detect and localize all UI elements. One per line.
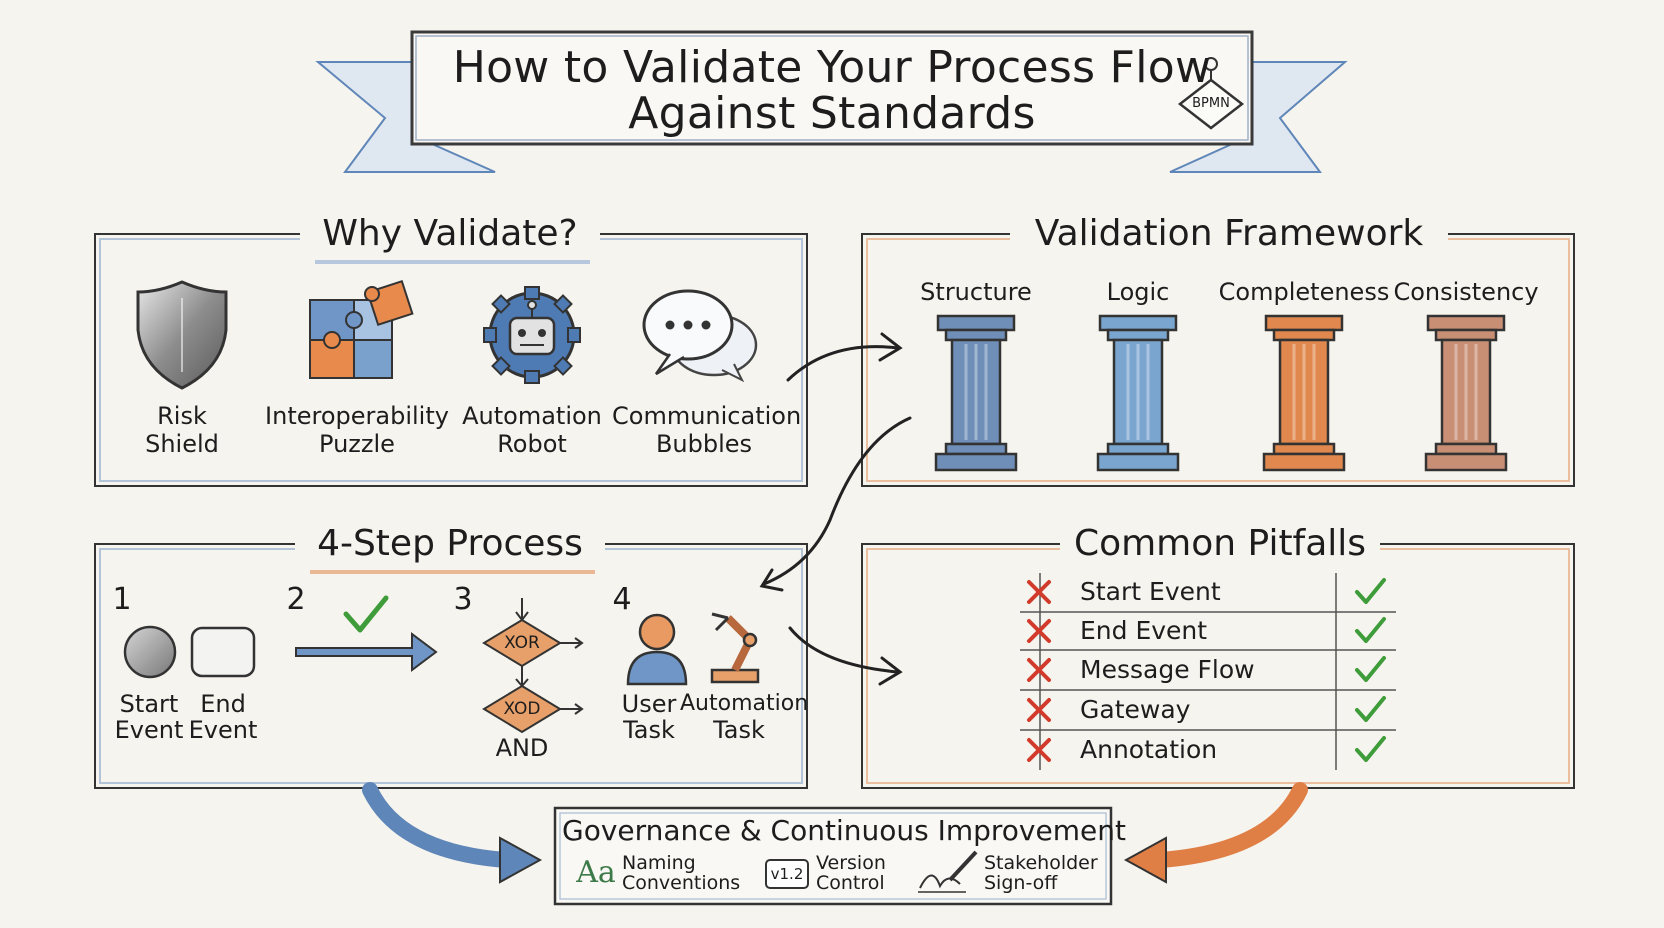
governance-frame — [553, 806, 1113, 906]
pitfall-row-label: Message Flow — [1080, 655, 1255, 684]
framework-frame — [861, 214, 1575, 487]
pitfalls-frame — [861, 524, 1575, 789]
step-number: 4 — [612, 582, 632, 617]
governance-item-label: Naming — [622, 852, 696, 874]
x-mark-icon — [1027, 619, 1051, 643]
why-item-label: Communication — [612, 402, 802, 430]
arrow-why-to-framework-head — [878, 332, 903, 362]
governance-heading: Governance & Continuous Improvement — [562, 814, 1126, 847]
x-mark-icon — [1027, 658, 1051, 682]
puzzle-icon — [309, 280, 414, 379]
governance-item-label: Sign-off — [984, 872, 1058, 894]
step-number: 2 — [286, 582, 306, 617]
process-frame — [94, 524, 808, 789]
pitfalls-heading: Common Pitfalls — [1073, 523, 1367, 564]
why-item-label: Robot — [497, 430, 567, 458]
pitfall-row-label: Annotation — [1080, 735, 1218, 764]
checkmark-icon — [1355, 617, 1386, 643]
page-title-line1: How to Validate Your Process Flow — [452, 42, 1212, 93]
end-event-box — [190, 626, 256, 678]
pitfall-row-label: End Event — [1080, 616, 1208, 645]
bpmn-badge-icon — [1177, 57, 1245, 130]
checkmark-icon — [1355, 578, 1386, 604]
why-validate-frame — [94, 214, 808, 487]
checkmark-icon — [1355, 656, 1386, 682]
step2-checkmark-icon — [343, 595, 389, 633]
user-task-label: User — [621, 690, 677, 718]
x-mark-icon — [1027, 698, 1051, 722]
title-banner — [315, 30, 1348, 173]
governance-item-label: Stakeholder — [984, 852, 1098, 874]
pillar-label-structure: Structure — [920, 278, 1032, 306]
typography-icon: Aa — [576, 855, 616, 890]
why-item-label: Puzzle — [319, 430, 395, 458]
arrow-process-to-pitfalls — [788, 626, 900, 674]
user-task-icon — [626, 613, 688, 686]
user-task-label: Task — [623, 716, 675, 744]
arrow-framework-to-process — [762, 416, 912, 586]
why-validate-heading: Why Validate? — [322, 213, 578, 254]
robot-arm-icon — [710, 612, 760, 684]
pitfall-row-label: Start Event — [1080, 577, 1221, 606]
pillar-logic — [1096, 314, 1180, 472]
pitfall-marks — [1027, 578, 1386, 762]
shield-icon — [136, 280, 228, 390]
why-item-label: Risk — [157, 402, 207, 430]
arrow-framework-to-process-head — [759, 568, 784, 592]
pitfalls-table-lines — [1020, 573, 1396, 770]
pitfall-row-label: Gateway — [1080, 695, 1191, 724]
x-mark-icon — [1027, 580, 1051, 604]
why-item-label: Bubbles — [655, 430, 753, 458]
end-event-label: End — [200, 690, 246, 718]
step-number: 1 — [112, 582, 132, 617]
step2-arrow-icon — [295, 632, 438, 672]
arrow-process-to-governance — [362, 782, 543, 884]
step-number: 3 — [453, 582, 473, 617]
pillar-completeness — [1262, 314, 1346, 472]
x-mark-icon — [1027, 738, 1051, 762]
page-title-line2: Against Standards — [628, 88, 1036, 139]
framework-heading: Validation Framework — [1034, 213, 1424, 254]
process-heading: 4-Step Process — [317, 523, 583, 564]
automation-task-label: Automation — [680, 691, 809, 716]
version-tag-label: v1.2 — [770, 865, 804, 883]
pillar-label-consistency: Consistency — [1393, 278, 1539, 306]
why-item-label: Automation — [462, 402, 602, 430]
checkmark-icon — [1355, 736, 1386, 762]
speech-bubbles-icon — [642, 289, 758, 383]
gateway-xor-label: XOR — [504, 633, 540, 653]
pillar-label-logic: Logic — [1106, 278, 1170, 306]
gateway-caption: AND — [495, 734, 549, 762]
version-tag-icon — [765, 859, 809, 889]
governance-item-label: Version — [816, 852, 886, 874]
pillar-structure — [934, 314, 1018, 472]
pillar-consistency — [1424, 314, 1508, 472]
governance-item-label: Conventions — [622, 872, 741, 894]
start-event-label: Start — [119, 690, 179, 718]
arrow-pitfalls-to-governance — [1123, 782, 1308, 884]
governance-item-label: Control — [816, 872, 885, 894]
arrow-process-to-pitfalls-head — [878, 656, 903, 686]
arrow-why-to-framework — [786, 345, 900, 382]
start-event-circle — [123, 625, 177, 679]
why-item-label: Interoperability — [265, 402, 449, 430]
end-event-label: Event — [188, 716, 258, 744]
signature-pen-icon — [918, 850, 978, 893]
pillar-label-completeness: Completeness — [1218, 278, 1390, 306]
bpmn-badge-label: BPMN — [1192, 96, 1230, 111]
why-item-label: Shield — [145, 430, 219, 458]
gateway-xod-label: XOD — [503, 699, 541, 719]
flow-arrows — [759, 332, 912, 686]
automation-task-label: Task — [713, 716, 765, 744]
start-event-label: Event — [114, 716, 184, 744]
checkmark-icon — [1355, 696, 1386, 722]
gateways — [482, 598, 584, 734]
robot-gear-icon — [483, 286, 581, 384]
pillars — [934, 314, 1508, 472]
